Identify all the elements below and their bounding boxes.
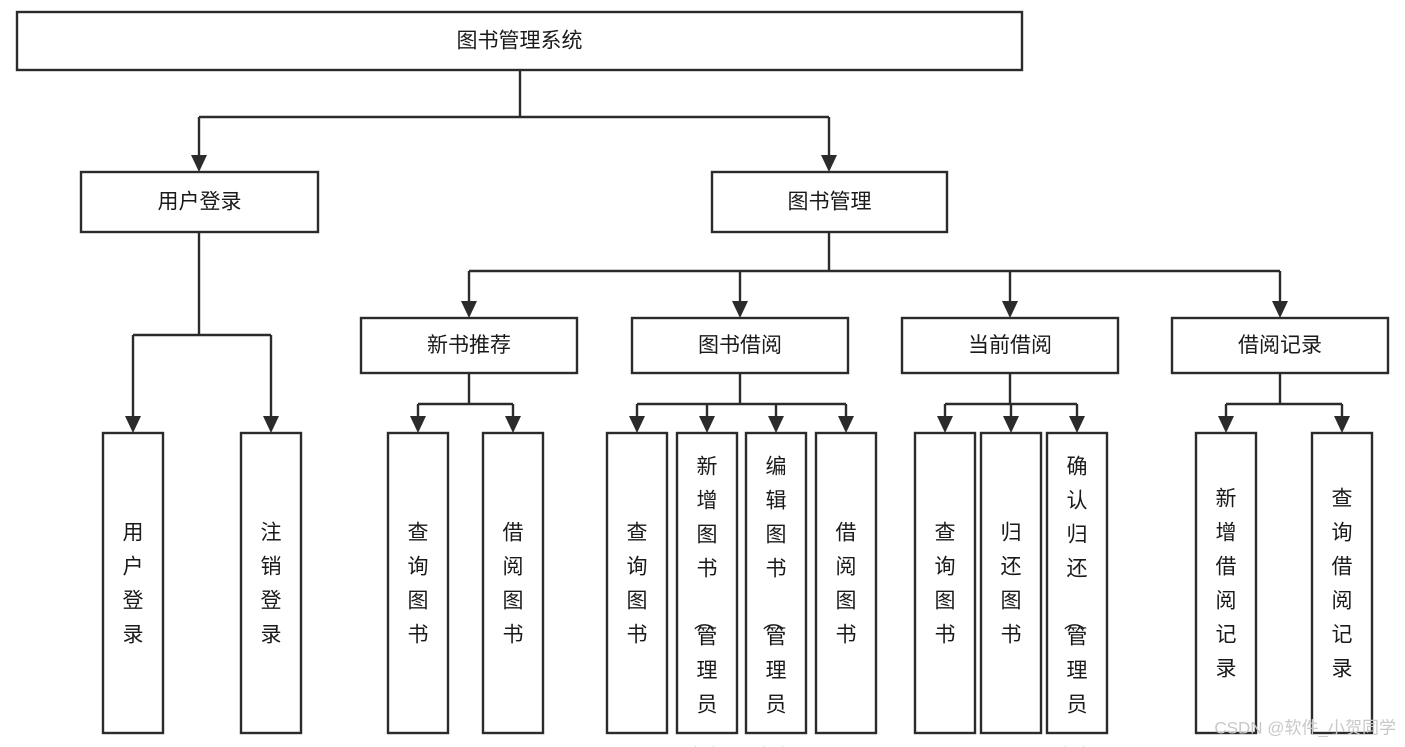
arrow-head-icon	[1272, 301, 1288, 318]
node-new_book_rec[interactable]: 新书推荐	[359, 316, 579, 375]
node-box	[900, 316, 1120, 375]
leaf-label: 用户登录	[123, 521, 144, 646]
node-label: 图书借阅	[698, 334, 782, 357]
node-label: 图书管理系统	[457, 30, 583, 53]
arrow-head-icon	[699, 416, 715, 433]
leaf-label: 注销登录	[261, 521, 282, 646]
leaf-box	[101, 431, 165, 735]
leaf-box	[605, 431, 669, 735]
leaf-box	[1310, 431, 1374, 735]
leaf-label: 新增图书（管理员）	[692, 455, 718, 747]
node-box	[630, 316, 850, 375]
conn-book-borrow	[629, 373, 854, 433]
arrow-head-icon	[838, 416, 854, 433]
leaf-label: 查询图书	[935, 521, 956, 646]
node-label: 当前借阅	[968, 334, 1052, 357]
conn-borrow-rec	[1218, 373, 1350, 433]
leaf-user-logout[interactable]: 注销登录	[239, 431, 303, 735]
arrow-head-icon	[410, 416, 426, 433]
arrow-head-icon	[768, 416, 784, 433]
arrow-head-icon	[263, 416, 279, 433]
arrow-head-icon	[629, 416, 645, 433]
leaf-box	[1045, 431, 1109, 735]
arrow-head-icon	[505, 416, 521, 433]
leaf-confirm-return[interactable]: 确认归还（管理员）	[1045, 431, 1109, 747]
leaf-label: 确认归还（管理员）	[1062, 455, 1088, 747]
leaf-box	[913, 431, 977, 735]
conn-cur-borrow	[937, 373, 1085, 433]
node-book_manage[interactable]: 图书管理	[710, 170, 949, 234]
leaf-label: 查询图书	[408, 521, 429, 646]
leaf-box	[744, 431, 808, 735]
leaf-label: 编辑图书（管理员）	[761, 455, 787, 747]
csdn-watermark: CSDN @软件_小贺同学	[1214, 718, 1396, 737]
leaf-borrow-book-1[interactable]: 借阅图书	[481, 431, 545, 735]
leaf-box	[814, 431, 878, 735]
leaf-edit-book[interactable]: 编辑图书（管理员）	[744, 431, 808, 747]
node-borrow_record[interactable]: 借阅记录	[1170, 316, 1390, 375]
arrow-head-icon	[125, 416, 141, 433]
node-user_login[interactable]: 用户登录	[79, 170, 320, 234]
arrow-head-icon	[732, 301, 748, 318]
arrow-head-icon	[1003, 416, 1019, 433]
leaf-query-record[interactable]: 查询借阅记录	[1310, 431, 1374, 735]
node-box	[1170, 316, 1390, 375]
leaf-box	[1194, 431, 1258, 735]
conn-user-login	[125, 232, 279, 433]
leaf-query-book-3[interactable]: 查询图书	[913, 431, 977, 735]
leaf-box	[386, 431, 450, 735]
leaf-user-login[interactable]: 用户登录	[101, 431, 165, 735]
leaf-return-book[interactable]: 归还图书	[979, 431, 1043, 735]
arrow-head-icon	[1002, 301, 1018, 318]
leaf-label: 借阅图书	[836, 521, 857, 646]
leaf-label: 归还图书	[1001, 521, 1022, 646]
arrow-head-icon	[937, 416, 953, 433]
leaf-box	[979, 431, 1043, 735]
node-root[interactable]: 图书管理系统	[15, 10, 1024, 72]
leaf-box	[239, 431, 303, 735]
node-box	[79, 170, 320, 234]
arrow-head-icon	[1069, 416, 1085, 433]
conn-new-book	[410, 373, 521, 433]
node-book_borrow[interactable]: 图书借阅	[630, 316, 850, 375]
leaf-label: 查询图书	[627, 521, 648, 646]
node-label: 用户登录	[158, 191, 242, 214]
arrow-head-icon	[191, 155, 207, 172]
arrow-head-icon	[1218, 416, 1234, 433]
leaf-add-book[interactable]: 新增图书（管理员）	[675, 431, 739, 747]
leaf-label: 查询借阅记录	[1332, 487, 1353, 680]
connectors-layer	[125, 70, 1350, 433]
arrow-head-icon	[461, 301, 477, 318]
leaves-layer: 用户登录 注销登录 查询图书 借阅图书 查询图书 新增图书（管理员） 编辑图书（管理员） 借阅…	[101, 431, 1374, 747]
leaf-query-book-2[interactable]: 查询图书	[605, 431, 669, 735]
leaf-label: 借阅图书	[503, 521, 524, 646]
node-box	[359, 316, 579, 375]
leaf-box	[481, 431, 545, 735]
leaf-box	[675, 431, 739, 735]
conn-book-manage	[461, 232, 1288, 318]
node-label: 新书推荐	[427, 334, 511, 357]
leaf-borrow-book-2[interactable]: 借阅图书	[814, 431, 878, 735]
leaf-add-record[interactable]: 新增借阅记录	[1194, 431, 1258, 735]
node-box	[15, 10, 1024, 72]
node-current_borrow[interactable]: 当前借阅	[900, 316, 1120, 375]
node-box	[710, 170, 949, 234]
leaf-query-book-1[interactable]: 查询图书	[386, 431, 450, 735]
arrow-head-icon	[821, 155, 837, 172]
node-label: 借阅记录	[1238, 334, 1322, 357]
arrow-head-icon	[1334, 416, 1350, 433]
leaf-label: 新增借阅记录	[1216, 487, 1237, 680]
conn-root	[191, 70, 837, 172]
node-label: 图书管理	[788, 191, 872, 214]
